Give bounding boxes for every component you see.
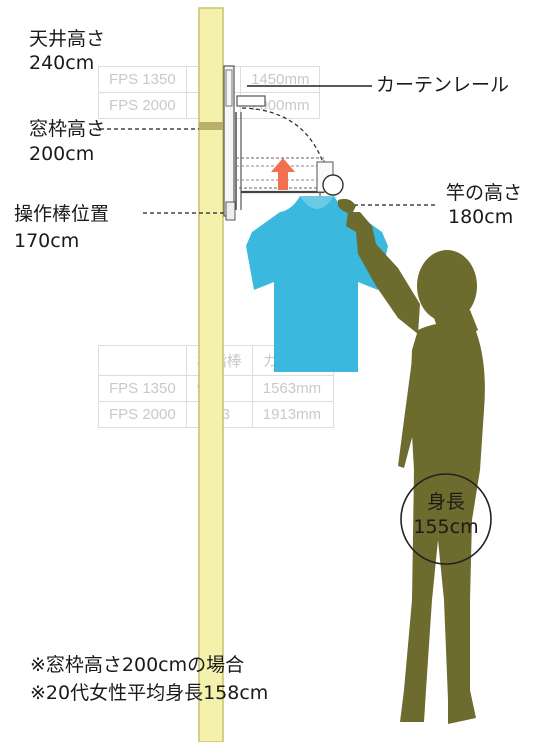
wall-icon (198, 7, 224, 742)
window-frame-height-title: 窓枠高さ (29, 118, 106, 140)
note-2: ※20代女性平均身長158cm (30, 682, 269, 704)
ghost-cell (98, 345, 187, 376)
ghost-cell: 1913mm (251, 401, 334, 428)
ghost-cell: FPS 1350 (98, 375, 187, 402)
height-circle (400, 473, 492, 565)
ceiling-height-value: 240cm (29, 52, 95, 74)
curtain-rail-label: カーテンレール (376, 74, 510, 96)
operation-rod-title: 操作棒位置 (14, 203, 110, 225)
person-silhouette (338, 198, 485, 724)
swing-arc (241, 107, 328, 176)
shirt-icon (246, 196, 388, 372)
ghost-cell: FPS 2000 (98, 401, 187, 428)
up-arrow-icon (271, 158, 295, 190)
ghost-cell: FPS 2000 (98, 92, 187, 119)
ghost-cell: 1563mm (251, 375, 334, 402)
pole-height-title: 竿の高さ (446, 182, 523, 204)
body-height-value: 155cm (413, 516, 479, 538)
ghost-cell: FPS 1350 (98, 66, 187, 93)
operation-rod-value: 170cm (14, 230, 80, 252)
window-frame (199, 122, 223, 130)
ceiling-height-title: 天井高さ (29, 28, 106, 50)
curtain-rail (236, 95, 266, 107)
body-height-title: 身長 (426, 491, 465, 513)
note-1: ※窓枠高さ200cmの場合 (30, 654, 245, 676)
window-frame-height-value: 200cm (29, 143, 95, 165)
pole-height-value: 180cm (448, 206, 514, 228)
